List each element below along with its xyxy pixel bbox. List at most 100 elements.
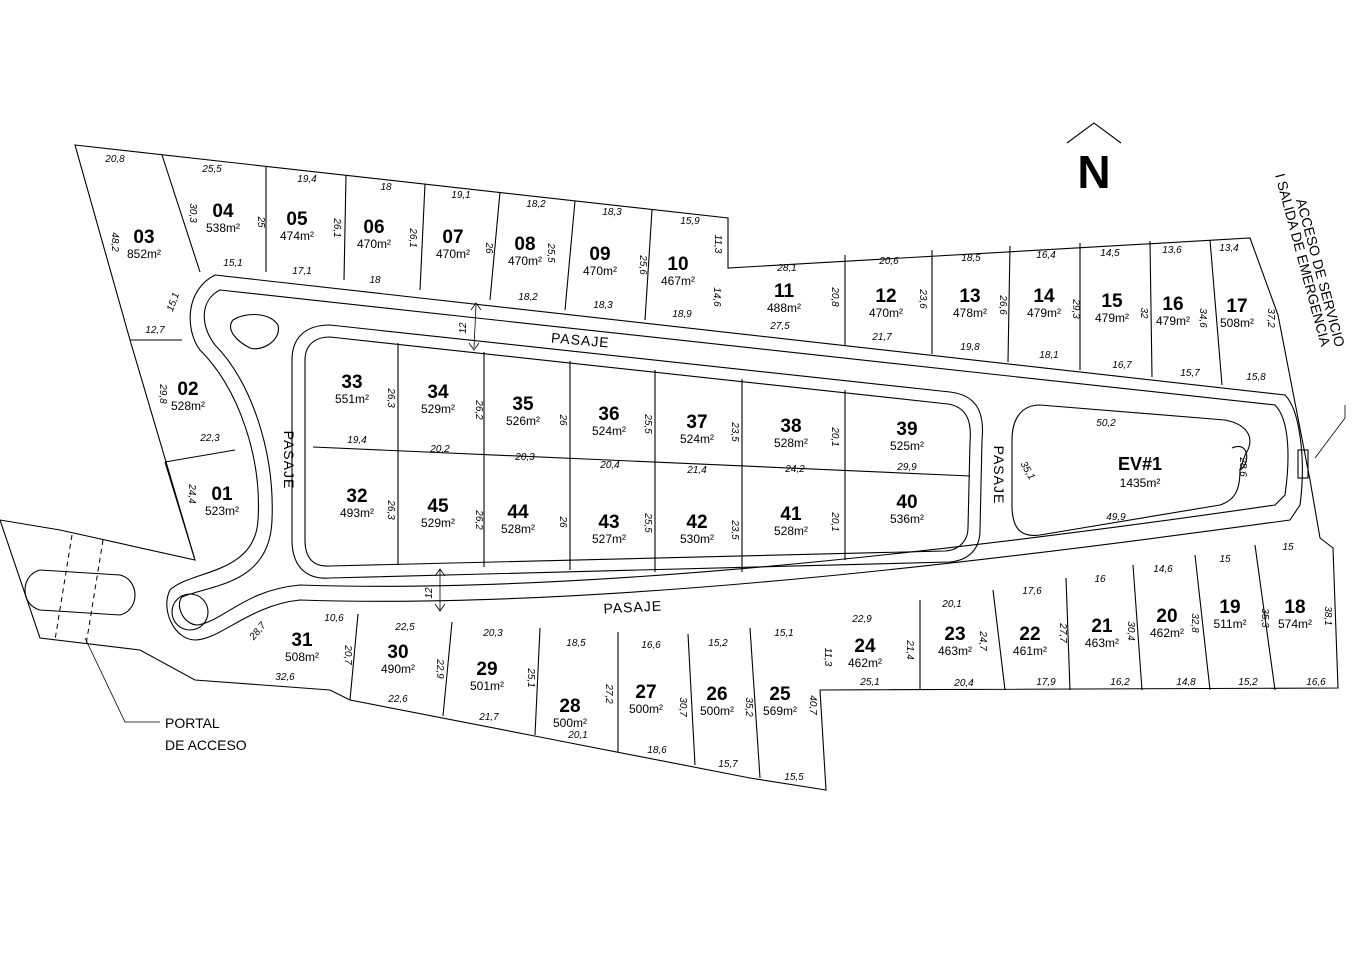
lot-area-37: 524m² <box>680 432 714 446</box>
dimension-label: 24,7 <box>977 630 988 651</box>
lot-number-19[interactable]: 19 <box>1219 597 1240 618</box>
lot-area-16: 479m² <box>1156 314 1190 328</box>
lot-area-33: 551m² <box>335 392 369 406</box>
lot-number-28[interactable]: 28 <box>559 696 580 717</box>
lot-number-04[interactable]: 04 <box>212 201 234 222</box>
north-arrow-icon <box>1066 122 1122 144</box>
dimension-label: 25,1 <box>859 677 879 688</box>
lot-number-16[interactable]: 16 <box>1162 294 1183 315</box>
dimension-label: 24,4 <box>186 483 197 504</box>
dimension-label: 22,9 <box>851 614 872 625</box>
dimension-label: 13,6 <box>1162 245 1182 256</box>
lot-number-21[interactable]: 21 <box>1091 616 1113 637</box>
dimension-label: 15,9 <box>680 216 700 227</box>
green-area-size: 1435m² <box>1120 476 1161 490</box>
dimension-label: 26,3 <box>385 387 396 408</box>
lot-number-39[interactable]: 39 <box>896 419 917 440</box>
lot-area-11: 488m² <box>767 301 801 315</box>
lot-number-11[interactable]: 11 <box>774 281 795 302</box>
dimension-label: 26,3 <box>385 499 396 520</box>
dimension-label: 25,5 <box>201 164 222 175</box>
lot-number-03[interactable]: 03 <box>133 227 154 248</box>
lot-number-23[interactable]: 23 <box>944 624 965 645</box>
lot-number-22[interactable]: 22 <box>1019 624 1040 645</box>
lot-area-27: 500m² <box>629 702 663 716</box>
lot-number-43[interactable]: 43 <box>598 512 619 533</box>
lot-number-41[interactable]: 41 <box>780 504 802 525</box>
dimension-label: 20,1 <box>829 511 840 531</box>
southeast-lot-lines <box>919 544 1276 691</box>
lot-number-18[interactable]: 18 <box>1284 597 1305 618</box>
lot-number-45[interactable]: 45 <box>427 496 449 517</box>
dimension-label: 18,5 <box>961 253 981 264</box>
lot-area-25: 569m² <box>763 704 797 718</box>
lot-number-31[interactable]: 31 <box>291 630 313 651</box>
lot-number-29[interactable]: 29 <box>476 659 497 680</box>
lot-number-15[interactable]: 15 <box>1101 291 1123 312</box>
dimension-label: 21,4 <box>686 465 707 476</box>
lot-number-05[interactable]: 05 <box>286 209 308 230</box>
lot-number-32[interactable]: 32 <box>346 486 367 507</box>
lot-number-26[interactable]: 26 <box>706 684 727 705</box>
lot-number-44[interactable]: 44 <box>507 502 529 523</box>
green-area-boundary <box>1011 404 1251 536</box>
lot-number-17[interactable]: 17 <box>1226 296 1247 317</box>
lot-area-35: 526m² <box>506 414 540 428</box>
dimension-label: 20,2 <box>429 444 450 455</box>
dimension-label: 35,1 <box>1018 460 1037 482</box>
lot-area-15: 479m² <box>1095 311 1129 325</box>
lot-area-29: 501m² <box>470 679 504 693</box>
lot-number-35[interactable]: 35 <box>512 394 534 415</box>
lot-number-38[interactable]: 38 <box>780 416 801 437</box>
inner-block-midline <box>312 446 971 477</box>
ring-road-outer <box>166 274 1303 641</box>
dimension-label: 27,5 <box>769 321 790 332</box>
lot-area-36: 524m² <box>592 424 626 438</box>
inner-block-outer <box>291 324 984 579</box>
dimension-label: 20,1 <box>829 426 840 446</box>
lot-number-36[interactable]: 36 <box>598 404 619 425</box>
lot-number-13[interactable]: 13 <box>959 286 980 307</box>
dimension-label: 15,1 <box>774 628 793 639</box>
lot-number-33[interactable]: 33 <box>341 372 362 393</box>
dimension-label: 21,7 <box>478 712 499 723</box>
lot-number-10[interactable]: 10 <box>667 254 688 275</box>
dimension-label: 18,9 <box>672 309 692 320</box>
lot-area-40: 536m² <box>890 512 924 526</box>
lot-number-40[interactable]: 40 <box>896 492 917 513</box>
dimension-label: 19,4 <box>297 174 317 185</box>
lot-area-32: 493m² <box>340 506 374 520</box>
lot-area-07: 470m² <box>436 247 470 261</box>
lot-number-08[interactable]: 08 <box>514 234 535 255</box>
lot-number-34[interactable]: 34 <box>427 382 449 403</box>
lot-number-02[interactable]: 02 <box>177 379 198 400</box>
lot-number-42[interactable]: 42 <box>686 512 707 533</box>
lot-area-09: 470m² <box>583 264 617 278</box>
dimension-label: 28,7 <box>247 620 269 643</box>
lot-number-27[interactable]: 27 <box>635 682 656 703</box>
service-gate-icon[interactable] <box>1297 449 1309 479</box>
lot-number-12[interactable]: 12 <box>875 286 896 307</box>
dimension-label: 15,1 <box>223 258 242 269</box>
lot-number-20[interactable]: 20 <box>1156 606 1177 627</box>
dimension-label: 15,7 <box>718 759 738 770</box>
green-area-name: EV#1 <box>1118 454 1162 474</box>
dimension-label: 20,4 <box>599 460 620 471</box>
dimension-label: 23,6 <box>917 288 928 309</box>
lot-number-25[interactable]: 25 <box>769 684 791 705</box>
dimension-label: 32,6 <box>275 672 295 683</box>
lot-number-14[interactable]: 14 <box>1033 286 1055 307</box>
dimension-label: 29,3 <box>1070 298 1081 319</box>
lot-number-24[interactable]: 24 <box>854 636 876 657</box>
lot-number-09[interactable]: 09 <box>589 244 610 265</box>
lot-number-30[interactable]: 30 <box>387 642 408 663</box>
dimension-label: 20,8 <box>104 154 125 165</box>
lot-number-06[interactable]: 06 <box>363 217 384 238</box>
dimension-label: 22,5 <box>394 622 415 633</box>
dimension-label: 18,5 <box>566 638 586 649</box>
lot-number-37[interactable]: 37 <box>686 412 707 433</box>
lot-area-34: 529m² <box>421 402 455 416</box>
lot-area-12: 470m² <box>869 306 903 320</box>
lot-number-07[interactable]: 07 <box>442 227 463 248</box>
lot-number-01[interactable]: 01 <box>211 484 233 505</box>
